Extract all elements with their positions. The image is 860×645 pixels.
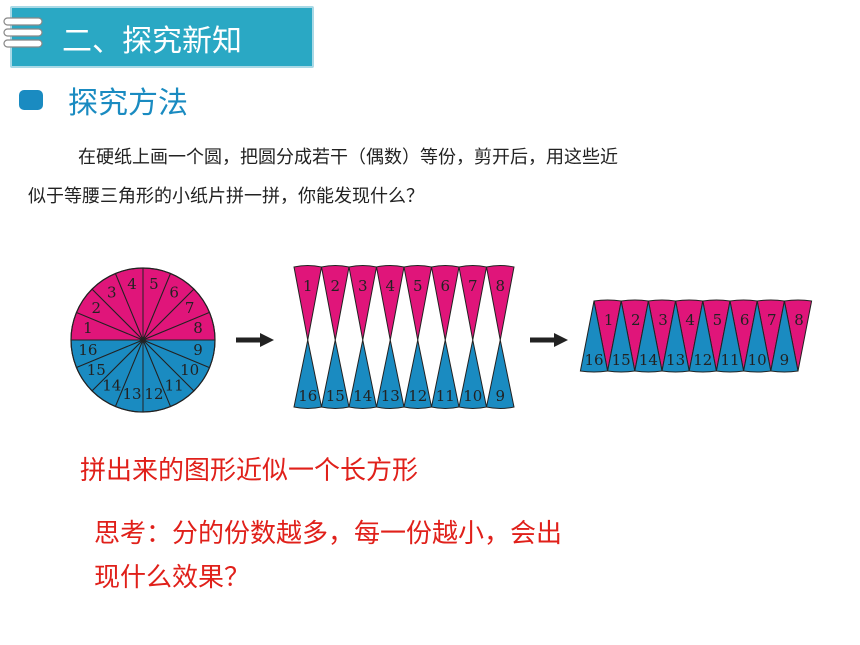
rect-number: 12 (693, 351, 712, 369)
sector-number: 2 (92, 299, 102, 317)
section-title: 探究方法 (68, 86, 188, 121)
question-line-1: 思考：分的份数越多，每一份越小，会出 (94, 519, 563, 549)
sector-number: 9 (193, 341, 203, 359)
thinking-question: 思考：分的份数越多，每一份越小，会出 现什么效果？ (94, 512, 734, 600)
sector-number: 15 (87, 361, 106, 379)
piece-number: 4 (385, 277, 395, 295)
page-title: 二、探究新知 (62, 24, 242, 59)
rect-number: 8 (794, 311, 804, 329)
rect-number: 14 (639, 351, 658, 369)
rect-number: 7 (767, 311, 777, 329)
sector-number: 4 (127, 275, 137, 293)
piece-number: 6 (440, 277, 450, 295)
sector-number: 11 (165, 377, 184, 395)
arrow-right-icon (236, 333, 274, 347)
rect-wedge-top (783, 299, 813, 372)
rect-number: 2 (631, 311, 641, 329)
arrow-right-icon (530, 333, 568, 347)
problem-paragraph: 在硬纸上画一个圆，把圆分成若干（偶数）等份，剪开后，用这些近 似于等腰三角形的小… (28, 138, 808, 216)
sector-number: 3 (107, 283, 117, 301)
rect-number: 9 (780, 351, 790, 369)
sector-number: 5 (149, 275, 159, 293)
sector-number: 13 (122, 385, 141, 403)
sector-number: 8 (193, 319, 203, 337)
sector-number: 14 (102, 377, 121, 395)
sector-number: 16 (78, 341, 97, 359)
rect-number: 5 (713, 311, 723, 329)
piece-number: 2 (330, 277, 340, 295)
sector-number: 7 (185, 299, 195, 317)
piece-number: 3 (358, 277, 368, 295)
piece-bottom (485, 339, 515, 409)
rect-wedge-bottom (770, 300, 799, 373)
rect-number: 6 (740, 311, 750, 329)
conclusion-text: 拼出来的图形近似一个长方形 (80, 456, 419, 486)
rect-number: 10 (748, 351, 767, 369)
piece-number: 14 (353, 387, 372, 405)
section-bullet-icon (19, 90, 43, 110)
sector-number: 12 (144, 385, 163, 403)
piece-number: 11 (436, 387, 455, 405)
title-banner: 二、探究新知 (10, 6, 314, 68)
piece-number: 15 (326, 387, 345, 405)
piece-number: 16 (298, 387, 317, 405)
assembled-rectangle: 1 16 2 15 3 14 4 13 5 12 6 11 7 10 8 9 (579, 299, 813, 373)
sector-number: 10 (180, 361, 199, 379)
piece-number: 12 (408, 387, 427, 405)
rect-number: 15 (612, 351, 631, 369)
piece-number: 5 (413, 277, 423, 295)
piece-top (485, 265, 515, 341)
paragraph-line-1: 在硬纸上画一个圆，把圆分成若干（偶数）等份，剪开后，用这些近 (78, 147, 618, 168)
rect-number: 11 (720, 351, 739, 369)
rect-number: 13 (666, 351, 685, 369)
rect-number: 16 (584, 351, 603, 369)
sector-number: 1 (83, 319, 93, 337)
rect-number: 1 (604, 311, 614, 329)
cut-pieces: 1 16 2 15 3 14 4 13 5 12 6 11 7 10 8 9 (293, 265, 515, 409)
piece-number: 8 (495, 277, 505, 295)
piece-number: 7 (468, 277, 478, 295)
rect-number: 4 (685, 311, 695, 329)
piece-number: 10 (463, 387, 482, 405)
piece-number: 1 (303, 277, 313, 295)
piece-number: 9 (495, 387, 505, 405)
piece-number: 13 (381, 387, 400, 405)
sector-number: 6 (169, 283, 179, 301)
divided-circle: 1 16 2 15 3 14 4 13 5 12 6 11 7 10 8 9 (70, 267, 216, 413)
binder-rings-icon (3, 17, 43, 48)
question-line-2: 现什么效果？ (94, 563, 251, 593)
rect-number: 3 (658, 311, 668, 329)
paragraph-line-2: 似于等腰三角形的小纸片拼一拼，你能发现什么？ (28, 186, 424, 207)
